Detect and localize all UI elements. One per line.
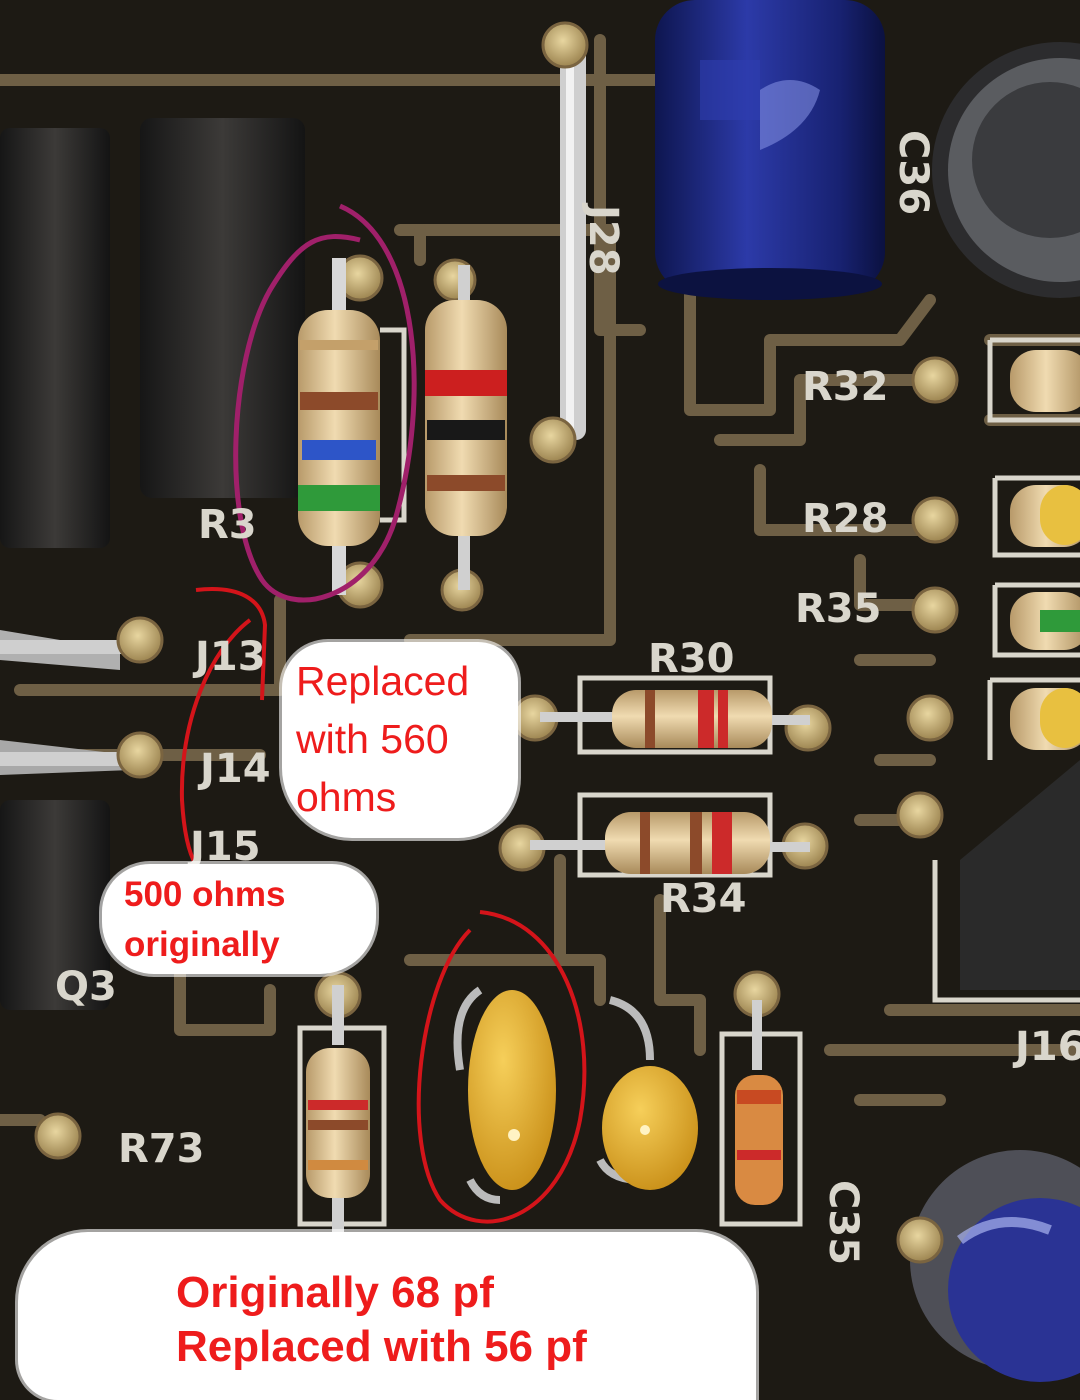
solder-pads [34,21,959,1264]
label-j16: J16 [1012,1024,1080,1070]
callout-line: with 560 [296,716,449,762]
label-r32: R32 [802,364,888,410]
resistor-adjacent [425,265,507,590]
label-r30: R30 [648,636,734,682]
callout-line: Replaced [296,658,470,704]
purple-circle-annotation [233,203,417,603]
label-c36: C36 [890,130,936,215]
callout-capacitor-replacement: Originally 68 pf Replaced with 56 pf [18,1232,756,1400]
resistor-r34 [530,812,810,874]
resistor-replaced-560-ohm [298,258,380,595]
label-q3: Q3 [55,964,117,1010]
label-j28: J28 [580,202,626,276]
electrolytic-capacitor-top-right [932,42,1080,298]
red-pointer-annotation [179,587,268,867]
resistors-right-edge [960,350,1080,990]
callout-500-ohms-originally: 500 ohms originally [102,864,376,974]
traces [0,34,1080,1126]
callout-line: 500 ohms [124,875,286,914]
callout-replaced-560-ohms: Replaced with 560 ohms [282,642,518,838]
jumper-wire [0,752,138,766]
ceramic-capacitor-adjacent [596,996,698,1190]
jumper-wire [0,640,138,654]
resistor-orange [735,1000,783,1205]
label-j13: J13 [192,634,266,680]
resistor-r30 [540,690,810,748]
ceramic-capacitor-circled [453,986,556,1204]
label-r73: R73 [118,1126,204,1172]
callout-line: Originally 68 pf [176,1268,494,1317]
label-r3: R3 [198,502,257,548]
label-j14: J14 [197,746,271,792]
electrolytic-capacitor-top [655,0,885,300]
callout-line: ohms [296,774,397,820]
label-r28: R28 [802,496,888,542]
jumper-j28 [560,40,586,440]
label-c35: C35 [820,1180,866,1265]
red-circle-annotation [416,910,587,1224]
label-r34: R34 [660,876,746,922]
silkscreen-labels: J28 C36 R32 R28 R35 R30 R34 J13 J14 J15 … [55,130,1080,1265]
callout-line: originally [124,925,280,964]
label-j15: J15 [187,824,261,870]
resistor-bottom-left [306,985,370,1235]
label-r35: R35 [795,586,881,632]
callout-line: Replaced with 56 pf [176,1322,587,1371]
electrolytic-capacitor-bottom-right [910,1150,1080,1382]
